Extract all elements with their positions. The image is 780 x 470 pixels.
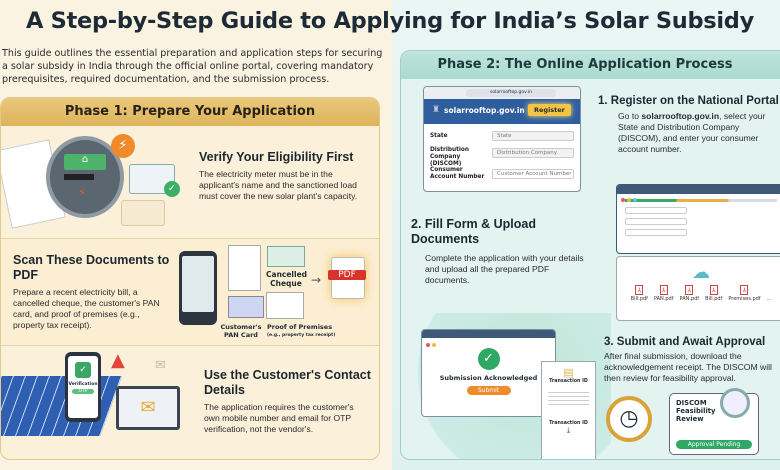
receipt-id-label: Transaction ID [549, 379, 588, 384]
profile-card-icon [121, 200, 165, 226]
emblem-icon: ♜ [432, 105, 441, 115]
phase2-panel: Phase 2: The Online Application Process … [400, 50, 780, 460]
state-label: State [430, 133, 448, 139]
step-title: 3. Submit and Await Approval [604, 336, 766, 348]
phone-verification-icon: ✓ Verification OTP [65, 352, 101, 422]
discom-review-card: DISCOM Feasibility Review Approval Pendi… [669, 388, 759, 455]
step-text: The application requires the customer's … [204, 402, 354, 434]
approval-status-badge: Approval Pending [676, 440, 752, 449]
step-contact-details: ✓ Verification OTP ▲ ✉ ✉ Use the Custome… [1, 348, 379, 459]
step-verify-eligibility: ⌂ ⚡ ⚡ ✓ Verify Your Eligibility First Th… [1, 126, 379, 236]
pdf-file: ⅄Bill.pdf [630, 285, 648, 302]
electricity-bill-doc [228, 245, 261, 291]
review-title: DISCOM Feasibility Review [676, 399, 716, 423]
step-title: 1. Register on the National Portal [598, 95, 779, 107]
phase2-header: Phase 2: The Online Application Process [401, 51, 780, 79]
receipt-id-label: Transaction ID [549, 421, 588, 426]
check-icon: ✓ [164, 181, 180, 197]
pdf-file: ⅄PAN.pdf [653, 285, 674, 302]
magnifier-icon [720, 388, 750, 418]
warning-icon: ▲ [111, 350, 125, 371]
state-select[interactable]: State [492, 131, 574, 141]
pdf-file-icon: PDF [328, 257, 366, 299]
phone-scanner-icon [179, 251, 217, 325]
download-icon: ⤓ [566, 426, 571, 434]
uploaded-files: ⅄Bill.pdf ⅄PAN.pdf ⅄PAN.pdf ⅄Bill.pdf ⅄Premi… [617, 285, 780, 304]
shield-check-icon: ✓ [75, 362, 91, 378]
pdf-label: PDF [328, 270, 366, 280]
premises-label: Proof of Premises [267, 323, 333, 331]
success-check-icon: ✓ [477, 348, 500, 370]
verification-label: Verification [68, 382, 98, 387]
discom-label: Distribution Company (DISCOM) [430, 147, 470, 167]
more-files: ... [766, 296, 772, 302]
receipt: ▤ Transaction ID Transaction ID ⤓ [541, 361, 596, 459]
step-title: Scan These Documents to PDF [13, 253, 170, 282]
pan-card-doc [228, 296, 264, 318]
portal-site-name: solarrooftop.gov.in [444, 106, 525, 115]
acknowledgement-window: ✓ Submission Acknowledged Submit [421, 329, 556, 417]
electricity-meter-icon: ⌂ ⚡ [46, 136, 124, 218]
address-bar[interactable]: solarrooftop.gov.in [466, 89, 556, 97]
premises-note: (e.g., property tax receipt) [267, 333, 336, 338]
pan-label: Customer's PAN Card [220, 323, 262, 339]
account-input[interactable]: Customer Account Number [492, 169, 574, 179]
phase1-panel: Phase 1: Prepare Your Application ⌂ ⚡ ⚡ … [0, 97, 380, 460]
upload-dropzone[interactable]: ☁ ⅄Bill.pdf ⅄PAN.pdf ⅄PAN.pdf ⅄Bill.pdf ⅄Pre… [616, 256, 780, 321]
step-title: Verify Your Eligibility First [199, 150, 354, 164]
register-button[interactable]: Register [528, 104, 571, 116]
cloud-upload-icon: ☁ [692, 262, 710, 283]
step-text: Go to solarrooftop.gov.in, select your S… [618, 111, 766, 154]
document-icon: ▤ [563, 366, 574, 379]
solar-panel-icon [1, 376, 122, 436]
account-label: Consumer Account Number [430, 167, 485, 180]
stopwatch-icon: ◷ [606, 396, 652, 442]
ack-label: Submission Acknowledged [439, 374, 538, 382]
phase1-header: Phase 1: Prepare Your Application [1, 98, 379, 126]
portal-browser-window: solarrooftop.gov.in ♜ solarrooftop.gov.i… [423, 86, 581, 192]
premises-doc [266, 292, 304, 319]
intro-text: This guide outlines the essential prepar… [2, 48, 383, 85]
application-form-window [616, 184, 780, 254]
step-title: 2. Fill Form & Upload Documents [411, 217, 537, 246]
cheque-doc [267, 246, 305, 267]
pdf-file: ⅄Bill.pdf [705, 285, 723, 302]
lightning-icon: ⚡ [111, 134, 135, 158]
portal-link[interactable]: solarrooftop.gov.in [641, 111, 720, 121]
step-text: The electricity meter must be in the app… [199, 169, 358, 201]
pdf-file: ⅄PAN.pdf [679, 285, 700, 302]
laptop-email-icon: ✉ [116, 386, 180, 430]
submit-button[interactable]: Submit [466, 386, 511, 395]
step-scan-documents: Scan These Documents to PDF Prepare a re… [1, 238, 379, 346]
step-title: Use the Customer's Contact Details [204, 368, 371, 397]
discom-select[interactable]: Distribution Company [492, 148, 574, 158]
step-text: After final submission, download the ack… [604, 351, 772, 383]
step-text: Complete the application with your detai… [425, 253, 584, 285]
form-progress-bar [625, 199, 777, 202]
arrow-icon: → [311, 273, 322, 287]
email-icon: ✉ [155, 358, 166, 373]
step-text: Prepare a recent electricity bill, a can… [13, 287, 160, 330]
otp-label: OTP [72, 389, 94, 394]
page-title: A Step-by-Step Guide to Applying for Ind… [26, 8, 754, 34]
cheque-label: Cancelled Cheque [266, 270, 308, 288]
pdf-file: ⅄Premises.pdf [728, 285, 761, 302]
